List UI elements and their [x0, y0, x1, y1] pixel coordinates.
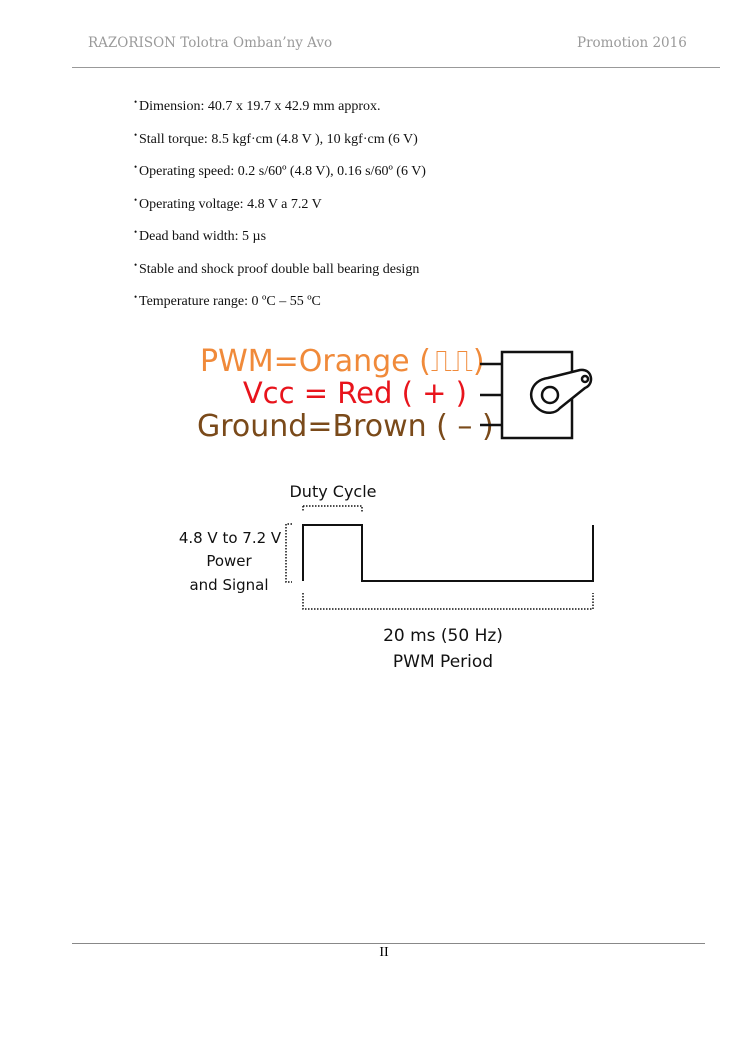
bullet-icon: •	[134, 162, 138, 172]
header-author: RAZORISON Tolotra Omban’ny Avo	[88, 35, 333, 51]
voltage-label: 4.8 V to 7.2 V	[179, 529, 282, 547]
and-signal-label: and Signal	[189, 576, 268, 594]
spec-text: Operating speed: 0.2 s/60º (4.8 V), 0.16…	[139, 164, 426, 179]
vcc-label: Vcc = Red ( + )	[243, 376, 467, 410]
spec-text: Temperature range: 0 ºC – 55 ºC	[139, 294, 321, 309]
period-label: PWM Period	[393, 652, 493, 672]
bullet-icon: •	[134, 292, 138, 302]
bullet-icon: •	[134, 97, 138, 107]
bullet-icon: •	[134, 227, 138, 237]
spec-text: Stable and shock proof double ball beari…	[139, 261, 420, 277]
bullet-icon: •	[134, 259, 138, 270]
bullet-icon: •	[134, 194, 138, 205]
period-frequency: 20 ms (50 Hz)	[383, 626, 503, 646]
duty-cycle-label: Duty Cycle	[289, 482, 376, 501]
servo-icon	[480, 350, 593, 440]
spec-text: Dimension: 40.7 x 19.7 x 42.9 mm approx.	[139, 99, 381, 114]
footer-divider	[72, 943, 705, 944]
header-divider	[72, 67, 720, 68]
power-label: Power	[206, 552, 252, 570]
bullet-icon: •	[134, 129, 138, 140]
ground-label: Ground=Brown ( – )	[197, 409, 494, 444]
header-promotion: Promotion 2016	[577, 35, 687, 51]
pwm-waveform	[285, 505, 594, 610]
pwm-label: PWM=Orange (⎍⎍)	[200, 344, 485, 379]
page-number: II	[379, 945, 389, 960]
spec-text: Operating voltage: 4.8 V a 7.2 V	[139, 196, 322, 212]
spec-text: Dead band width: 5 µs	[139, 229, 267, 244]
spec-text: Stall torque: 8.5 kgf·cm (4.8 V ), 10 kg…	[139, 131, 418, 147]
